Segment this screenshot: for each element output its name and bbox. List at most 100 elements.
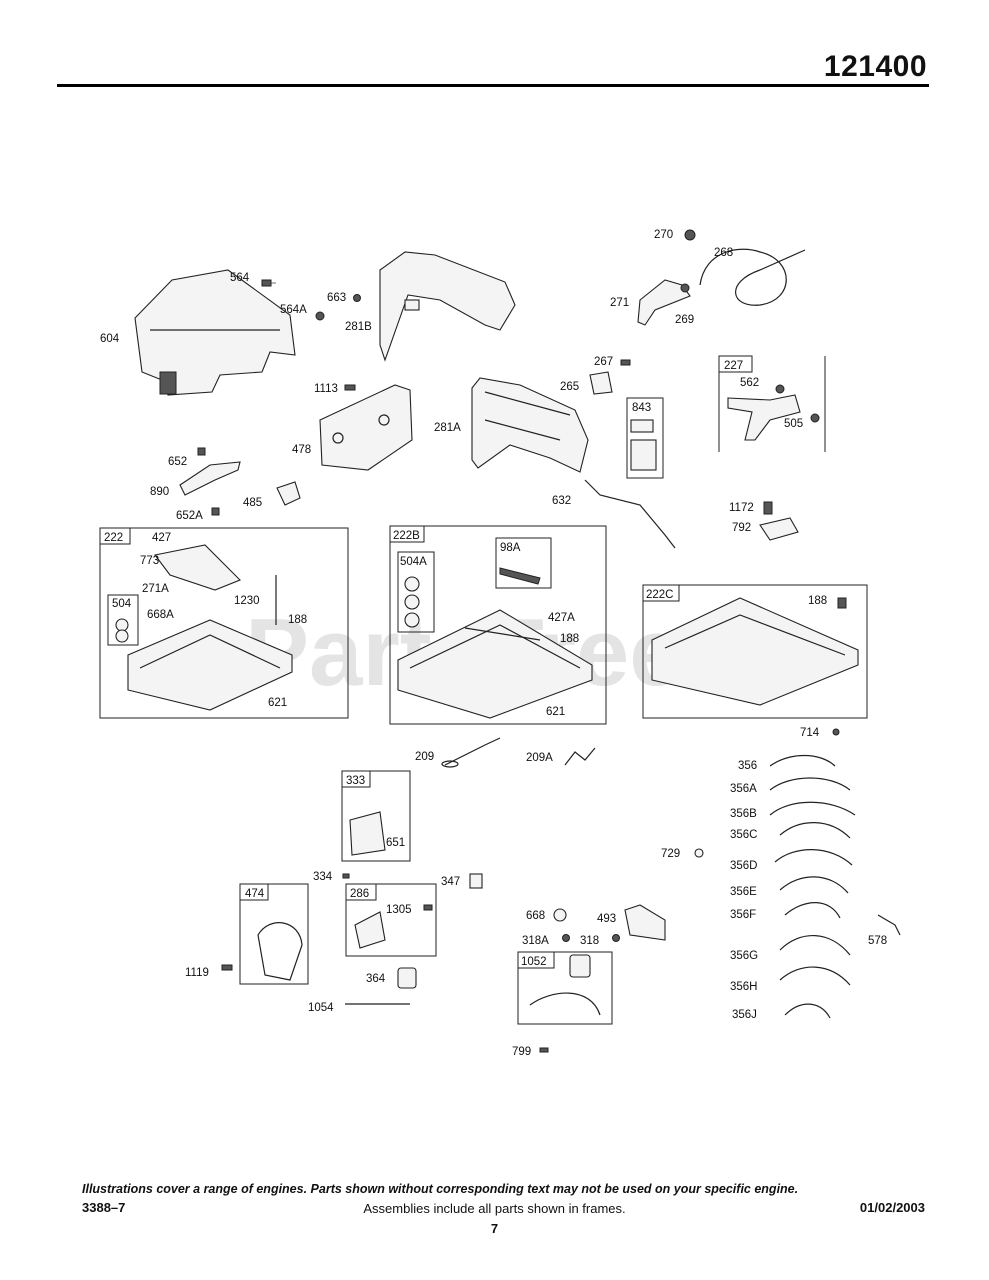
washer-504a bbox=[115, 618, 129, 632]
module-333 bbox=[349, 811, 386, 856]
solenoid-1052 bbox=[529, 954, 601, 1016]
callout-270: 270 bbox=[654, 229, 673, 241]
callout-222B: 222B bbox=[393, 530, 420, 542]
screw-663 bbox=[353, 294, 361, 302]
callout-604: 604 bbox=[100, 333, 120, 345]
callout-493: 493 bbox=[597, 913, 616, 925]
callout-271A: 271A bbox=[142, 583, 169, 595]
callout-356B: 356B bbox=[730, 808, 757, 820]
label-box-1052 bbox=[517, 951, 555, 969]
blower-housing-604 bbox=[134, 269, 296, 396]
pin-334 bbox=[342, 873, 350, 879]
control-plate-222C bbox=[651, 597, 859, 706]
callout-188-b: 188 bbox=[560, 633, 579, 645]
callout-227: 227 bbox=[724, 360, 743, 372]
callout-271: 271 bbox=[610, 297, 629, 309]
callout-364: 364 bbox=[366, 973, 386, 985]
washer-504A-2 bbox=[404, 594, 420, 610]
frame-98A bbox=[495, 537, 552, 589]
block-485 bbox=[276, 481, 301, 506]
callout-1119: 1119 bbox=[185, 967, 209, 979]
callout-564: 564 bbox=[230, 272, 250, 284]
callout-578: 578 bbox=[868, 935, 887, 947]
callout-268: 268 bbox=[714, 247, 733, 259]
callout-773: 773 bbox=[140, 555, 159, 567]
label-box-286 bbox=[345, 883, 377, 901]
callout-318: 318 bbox=[580, 935, 599, 947]
callout-562: 562 bbox=[740, 377, 759, 389]
control-plate-222B bbox=[397, 609, 593, 719]
screw-267 bbox=[620, 359, 631, 366]
cable-268 bbox=[699, 248, 806, 306]
frame-222B bbox=[389, 525, 607, 725]
shroud-281A bbox=[471, 377, 589, 473]
callout-632: 632 bbox=[552, 495, 571, 507]
part-843a bbox=[630, 419, 654, 433]
callout-356J: 356J bbox=[732, 1009, 757, 1021]
callout-652: 652 bbox=[168, 456, 187, 468]
screw-564A bbox=[315, 311, 325, 321]
callout-504: 504 bbox=[112, 598, 132, 610]
wire-632 bbox=[584, 479, 676, 549]
frame-504 bbox=[107, 594, 139, 646]
screw-318A bbox=[562, 934, 570, 942]
bracket-265 bbox=[589, 371, 613, 395]
disclaimer-text: Illustrations cover a range of engines. … bbox=[82, 1182, 799, 1196]
frame-1052 bbox=[517, 951, 613, 1025]
control-plate-222 bbox=[127, 544, 293, 711]
screw-652 bbox=[197, 447, 206, 456]
bracket-792 bbox=[759, 517, 799, 541]
callout-356F: 356F bbox=[730, 909, 756, 921]
callout-427: 427 bbox=[152, 532, 171, 544]
callout-474: 474 bbox=[245, 888, 265, 900]
frame-504A bbox=[397, 551, 435, 633]
callout-356G: 356G bbox=[730, 950, 758, 962]
callout-890: 890 bbox=[150, 486, 169, 498]
washer-504A-1 bbox=[404, 576, 420, 592]
frame-222C bbox=[642, 584, 868, 719]
washer-504A-3 bbox=[404, 612, 420, 628]
callout-188-c: 188 bbox=[808, 595, 827, 607]
spring-209 bbox=[441, 737, 501, 768]
bracket-890 bbox=[179, 461, 241, 496]
solenoid-364 bbox=[397, 967, 417, 989]
lever-271 bbox=[637, 229, 696, 326]
frame-286 bbox=[345, 883, 437, 957]
callout-427A: 427A bbox=[548, 612, 575, 624]
frame-227 bbox=[718, 355, 826, 452]
screw-799 bbox=[539, 1047, 549, 1053]
wire-harness-set bbox=[769, 755, 901, 1019]
bushing-668 bbox=[553, 908, 567, 922]
shroud-281B bbox=[379, 251, 516, 362]
frame-474 bbox=[239, 883, 309, 985]
callout-668: 668 bbox=[526, 910, 545, 922]
callout-505: 505 bbox=[784, 418, 803, 430]
label-box-222C bbox=[642, 584, 680, 602]
callout-1113: 1113 bbox=[314, 383, 338, 395]
label-box-222B bbox=[389, 525, 425, 543]
callout-265: 265 bbox=[560, 381, 579, 393]
page-number: 7 bbox=[490, 1221, 499, 1236]
screw-652A bbox=[211, 507, 220, 516]
screw-1119 bbox=[221, 964, 233, 971]
callout-209A: 209A bbox=[526, 752, 553, 764]
callout-714: 714 bbox=[800, 727, 820, 739]
bracket-493 bbox=[624, 904, 666, 941]
label-box-474 bbox=[239, 883, 269, 901]
callout-356H: 356H bbox=[730, 981, 758, 993]
screw-98A bbox=[499, 567, 541, 585]
model-number: 121400 bbox=[823, 50, 927, 83]
callout-356A: 356A bbox=[730, 783, 757, 795]
callout-652A: 652A bbox=[176, 510, 203, 522]
screw-1172 bbox=[763, 501, 773, 515]
callout-651: 651 bbox=[386, 837, 405, 849]
clip-714 bbox=[832, 728, 840, 736]
callout-621-b: 621 bbox=[546, 706, 565, 718]
callout-286: 286 bbox=[350, 888, 369, 900]
callout-792: 792 bbox=[732, 522, 751, 534]
callout-621-a: 621 bbox=[268, 697, 287, 709]
callout-478: 478 bbox=[292, 444, 311, 456]
callout-318A: 318A bbox=[522, 935, 549, 947]
screw-1113 bbox=[344, 384, 356, 391]
